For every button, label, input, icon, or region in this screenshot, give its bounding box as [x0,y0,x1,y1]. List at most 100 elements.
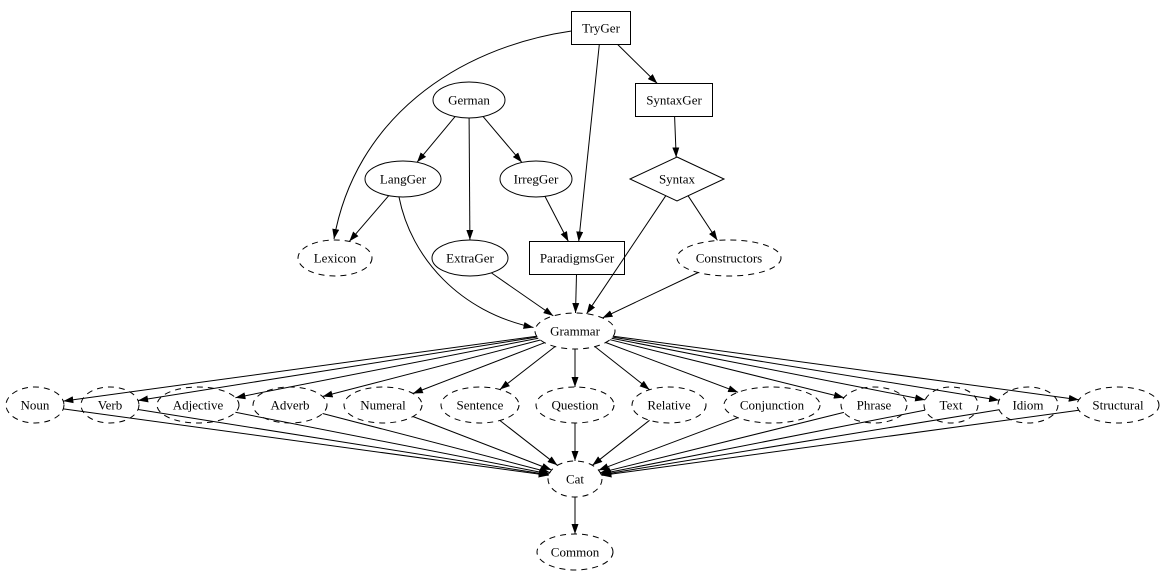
node-label-Relative: Relative [647,398,691,413]
ellipse-shape-Constructors [676,239,782,277]
node-Phrase: Phrase [840,386,908,424]
edge-Grammar-to-Structural [613,335,1079,402]
edge-Sentence-to-Cat [499,420,558,466]
node-label-Adjective: Adjective [173,398,224,413]
edge-Grammar-to-Relative [594,346,650,391]
edge-ParadigmsGer-to-Grammar [572,274,580,314]
node-Question: Question [535,386,615,424]
node-label-Sentence: Sentence [457,398,504,413]
node-label-German: German [448,93,490,108]
node-Adjective: Adjective [156,386,240,424]
edge-Grammar-to-Conjunction [605,342,739,393]
ellipse-shape-IrregGer [499,160,573,198]
node-label-IrregGer: IrregGer [514,172,559,187]
edge-Grammar-to-Verb [138,336,538,403]
ellipse-shape-Adverb [252,386,328,424]
ellipse-shape-ExtraGer [431,239,509,277]
node-label-SyntaxGer: SyntaxGer [646,93,702,108]
node-ExtraGer: ExtraGer [431,239,509,277]
ellipse-shape-Lexicon [297,239,373,277]
node-label-TryGer: TryGer [582,21,620,36]
edge-Grammar-to-Idiom [612,336,1000,403]
node-label-Syntax: Syntax [659,172,696,187]
edge-LangGer-to-Grammar [398,196,534,329]
edge-German-to-LangGer [416,116,456,163]
node-label-ParadigmsGer: ParadigmsGer [540,251,615,266]
edge-Phrase-to-Cat [600,411,845,474]
node-label-Numeral: Numeral [360,398,406,413]
node-label-Noun: Noun [21,398,50,413]
edge-TryGer-to-ParadigmsGer [576,44,600,242]
edge-Constructors-to-Grammar [602,272,699,319]
edge-Syntax-to-Grammar [586,195,667,315]
ellipse-shape-Verb [80,386,140,424]
node-label-Common: Common [551,545,600,560]
edge-Grammar-to-Numeral [412,342,545,394]
node-label-Structural: Structural [1092,398,1144,413]
ellipse-shape-Conjunction [723,386,821,424]
node-Verb: Verb [80,386,140,424]
node-label-Adverb: Adverb [271,398,310,413]
edge-Numeral-to-Cat [412,416,552,471]
node-label-Conjunction: Conjunction [740,398,805,413]
ellipse-shape-Numeral [343,386,423,424]
node-label-Verb: Verb [98,398,123,413]
edge-ExtraGer-to-Grammar [491,272,554,317]
edge-Grammar-to-Adverb [322,339,541,398]
ellipse-shape-LangGer [364,160,442,198]
ellipse-shape-Relative [631,386,707,424]
ellipse-shape-Sentence [440,386,520,424]
node-Noun: Noun [5,386,65,424]
node-IrregGer: IrregGer [499,160,573,198]
ellipse-shape-Idiom [997,386,1059,424]
node-TryGer: TryGer [571,11,631,45]
ellipse-shape-Text [923,386,979,424]
edge-Grammar-to-Text [611,337,926,402]
node-label-Idiom: Idiom [1012,398,1043,413]
box-shape-SyntaxGer [635,83,713,117]
node-Adverb: Adverb [252,386,328,424]
node-Constructors: Constructors [676,239,782,277]
node-label-LangGer: LangGer [380,172,427,187]
node-Grammar: Grammar [534,312,616,350]
node-label-Constructors: Constructors [696,251,762,266]
node-SyntaxGer: SyntaxGer [635,83,713,117]
node-label-Text: Text [940,398,963,413]
ellipse-shape-Structural [1076,386,1160,424]
diamond-shape-Syntax [628,156,726,202]
ellipse-shape-Adjective [156,386,240,424]
edge-Grammar-to-Phrase [609,339,845,399]
node-Lexicon: Lexicon [297,239,373,277]
edge-SyntaxGer-to-Syntax [672,116,680,158]
edge-LangGer-to-Lexicon [348,195,390,242]
node-Relative: Relative [631,386,707,424]
node-LangGer: LangGer [364,160,442,198]
edge-Grammar-to-Noun [63,335,537,404]
node-label-ExtraGer: ExtraGer [446,251,494,266]
edge-Structural-to-Cat [601,409,1079,478]
edge-Relative-to-Cat [592,419,650,466]
edge-Conjunction-to-Cat [598,417,739,471]
edge-layer [63,30,1079,534]
node-Syntax: Syntax [628,156,726,202]
ellipse-shape-Question [535,386,615,424]
box-shape-ParadigmsGer [529,241,625,275]
node-label-Question: Question [552,398,599,413]
ellipse-shape-Phrase [840,386,908,424]
edge-Grammar-to-Sentence [499,346,556,390]
ellipse-shape-Noun [5,386,65,424]
edge-Idiom-to-Cat [601,409,1000,477]
ellipse-shape-Common [536,533,614,571]
node-Conjunction: Conjunction [723,386,821,424]
ellipse-shape-Cat [547,460,603,498]
node-Cat: Cat [547,460,603,498]
node-Text: Text [923,386,979,424]
node-Sentence: Sentence [440,386,520,424]
ellipse-shape-Grammar [534,312,616,350]
node-German: German [432,81,506,119]
edge-TryGer-to-SyntaxGer [617,44,658,84]
node-label-Cat: Cat [566,472,584,487]
edge-Text-to-Cat [600,409,926,476]
